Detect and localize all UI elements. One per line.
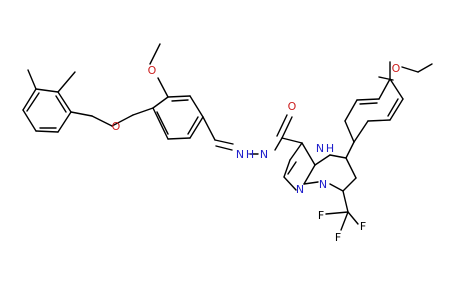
bond: [378, 76, 394, 81]
bond: [287, 161, 297, 175]
bond: [26, 92, 40, 112]
bond: [325, 211, 349, 215]
bond: [22, 88, 37, 111]
bond: [401, 66, 419, 73]
atom-o-methoxy-right: O: [392, 62, 401, 75]
atom-f-2: F: [318, 209, 324, 222]
bond: [167, 95, 191, 98]
bond: [342, 177, 357, 192]
atom-h-ring: H: [326, 142, 334, 155]
bond: [91, 115, 113, 127]
bond: [283, 176, 297, 191]
bond: [189, 116, 204, 139]
bond: [132, 107, 154, 116]
bond: [340, 211, 349, 231]
bond: [215, 145, 233, 151]
bond: [356, 98, 380, 101]
bond: [345, 157, 357, 179]
bond: [345, 141, 355, 159]
bond: [202, 116, 216, 141]
bond: [389, 98, 404, 121]
bond: [152, 96, 169, 109]
bond: [387, 98, 399, 117]
bond: [57, 91, 72, 113]
bond: [329, 183, 344, 192]
atom-n-pyrazole: N: [296, 183, 304, 196]
bond: [289, 142, 303, 161]
bond-layer: [22, 43, 433, 231]
bond: [171, 99, 189, 102]
bond: [35, 130, 59, 133]
atom-f-3: F: [335, 231, 341, 244]
bond: [303, 164, 316, 185]
bond: [314, 154, 331, 166]
bond: [57, 111, 72, 133]
bond: [157, 77, 169, 98]
atom-h-hydrazone: H: [246, 148, 254, 161]
bond: [342, 190, 349, 213]
bond: [283, 159, 291, 178]
bond: [347, 211, 359, 225]
atom-n-hydrazone-1: N: [236, 148, 244, 161]
atom-n-bridge: N: [319, 178, 327, 191]
atom-n-hydrazone-2: N: [260, 148, 268, 161]
bond: [359, 102, 378, 105]
bond: [111, 114, 134, 127]
atom-label-layer: O O O N H N N H N N F F F O: [112, 62, 401, 244]
atom-o-ether: O: [112, 120, 121, 133]
bond: [167, 137, 191, 140]
bond: [281, 137, 303, 144]
bond: [367, 119, 391, 122]
bond: [276, 114, 288, 137]
bond: [389, 78, 404, 100]
bond: [149, 43, 161, 65]
bond: [303, 181, 319, 185]
bond: [214, 139, 234, 145]
bond: [378, 78, 391, 100]
atom-nh-ring: N: [316, 142, 324, 155]
atom-f-1: F: [360, 220, 366, 233]
bond: [70, 111, 93, 117]
bond: [152, 107, 169, 140]
atom-o-methoxy-left: O: [148, 64, 157, 77]
bond: [27, 69, 37, 90]
atom-o-carbonyl: O: [288, 100, 297, 113]
bond: [353, 120, 369, 143]
bond: [344, 99, 358, 122]
bond: [189, 95, 204, 118]
bond: [274, 137, 283, 151]
bond: [301, 142, 316, 166]
bond: [55, 95, 67, 113]
bond: [417, 63, 433, 73]
bond: [22, 109, 37, 132]
bond: [187, 116, 199, 135]
bond: [57, 71, 76, 93]
bond: [329, 154, 347, 159]
bond: [281, 116, 293, 139]
bond: [156, 111, 169, 135]
bond: [344, 120, 355, 143]
bond: [35, 88, 59, 93]
